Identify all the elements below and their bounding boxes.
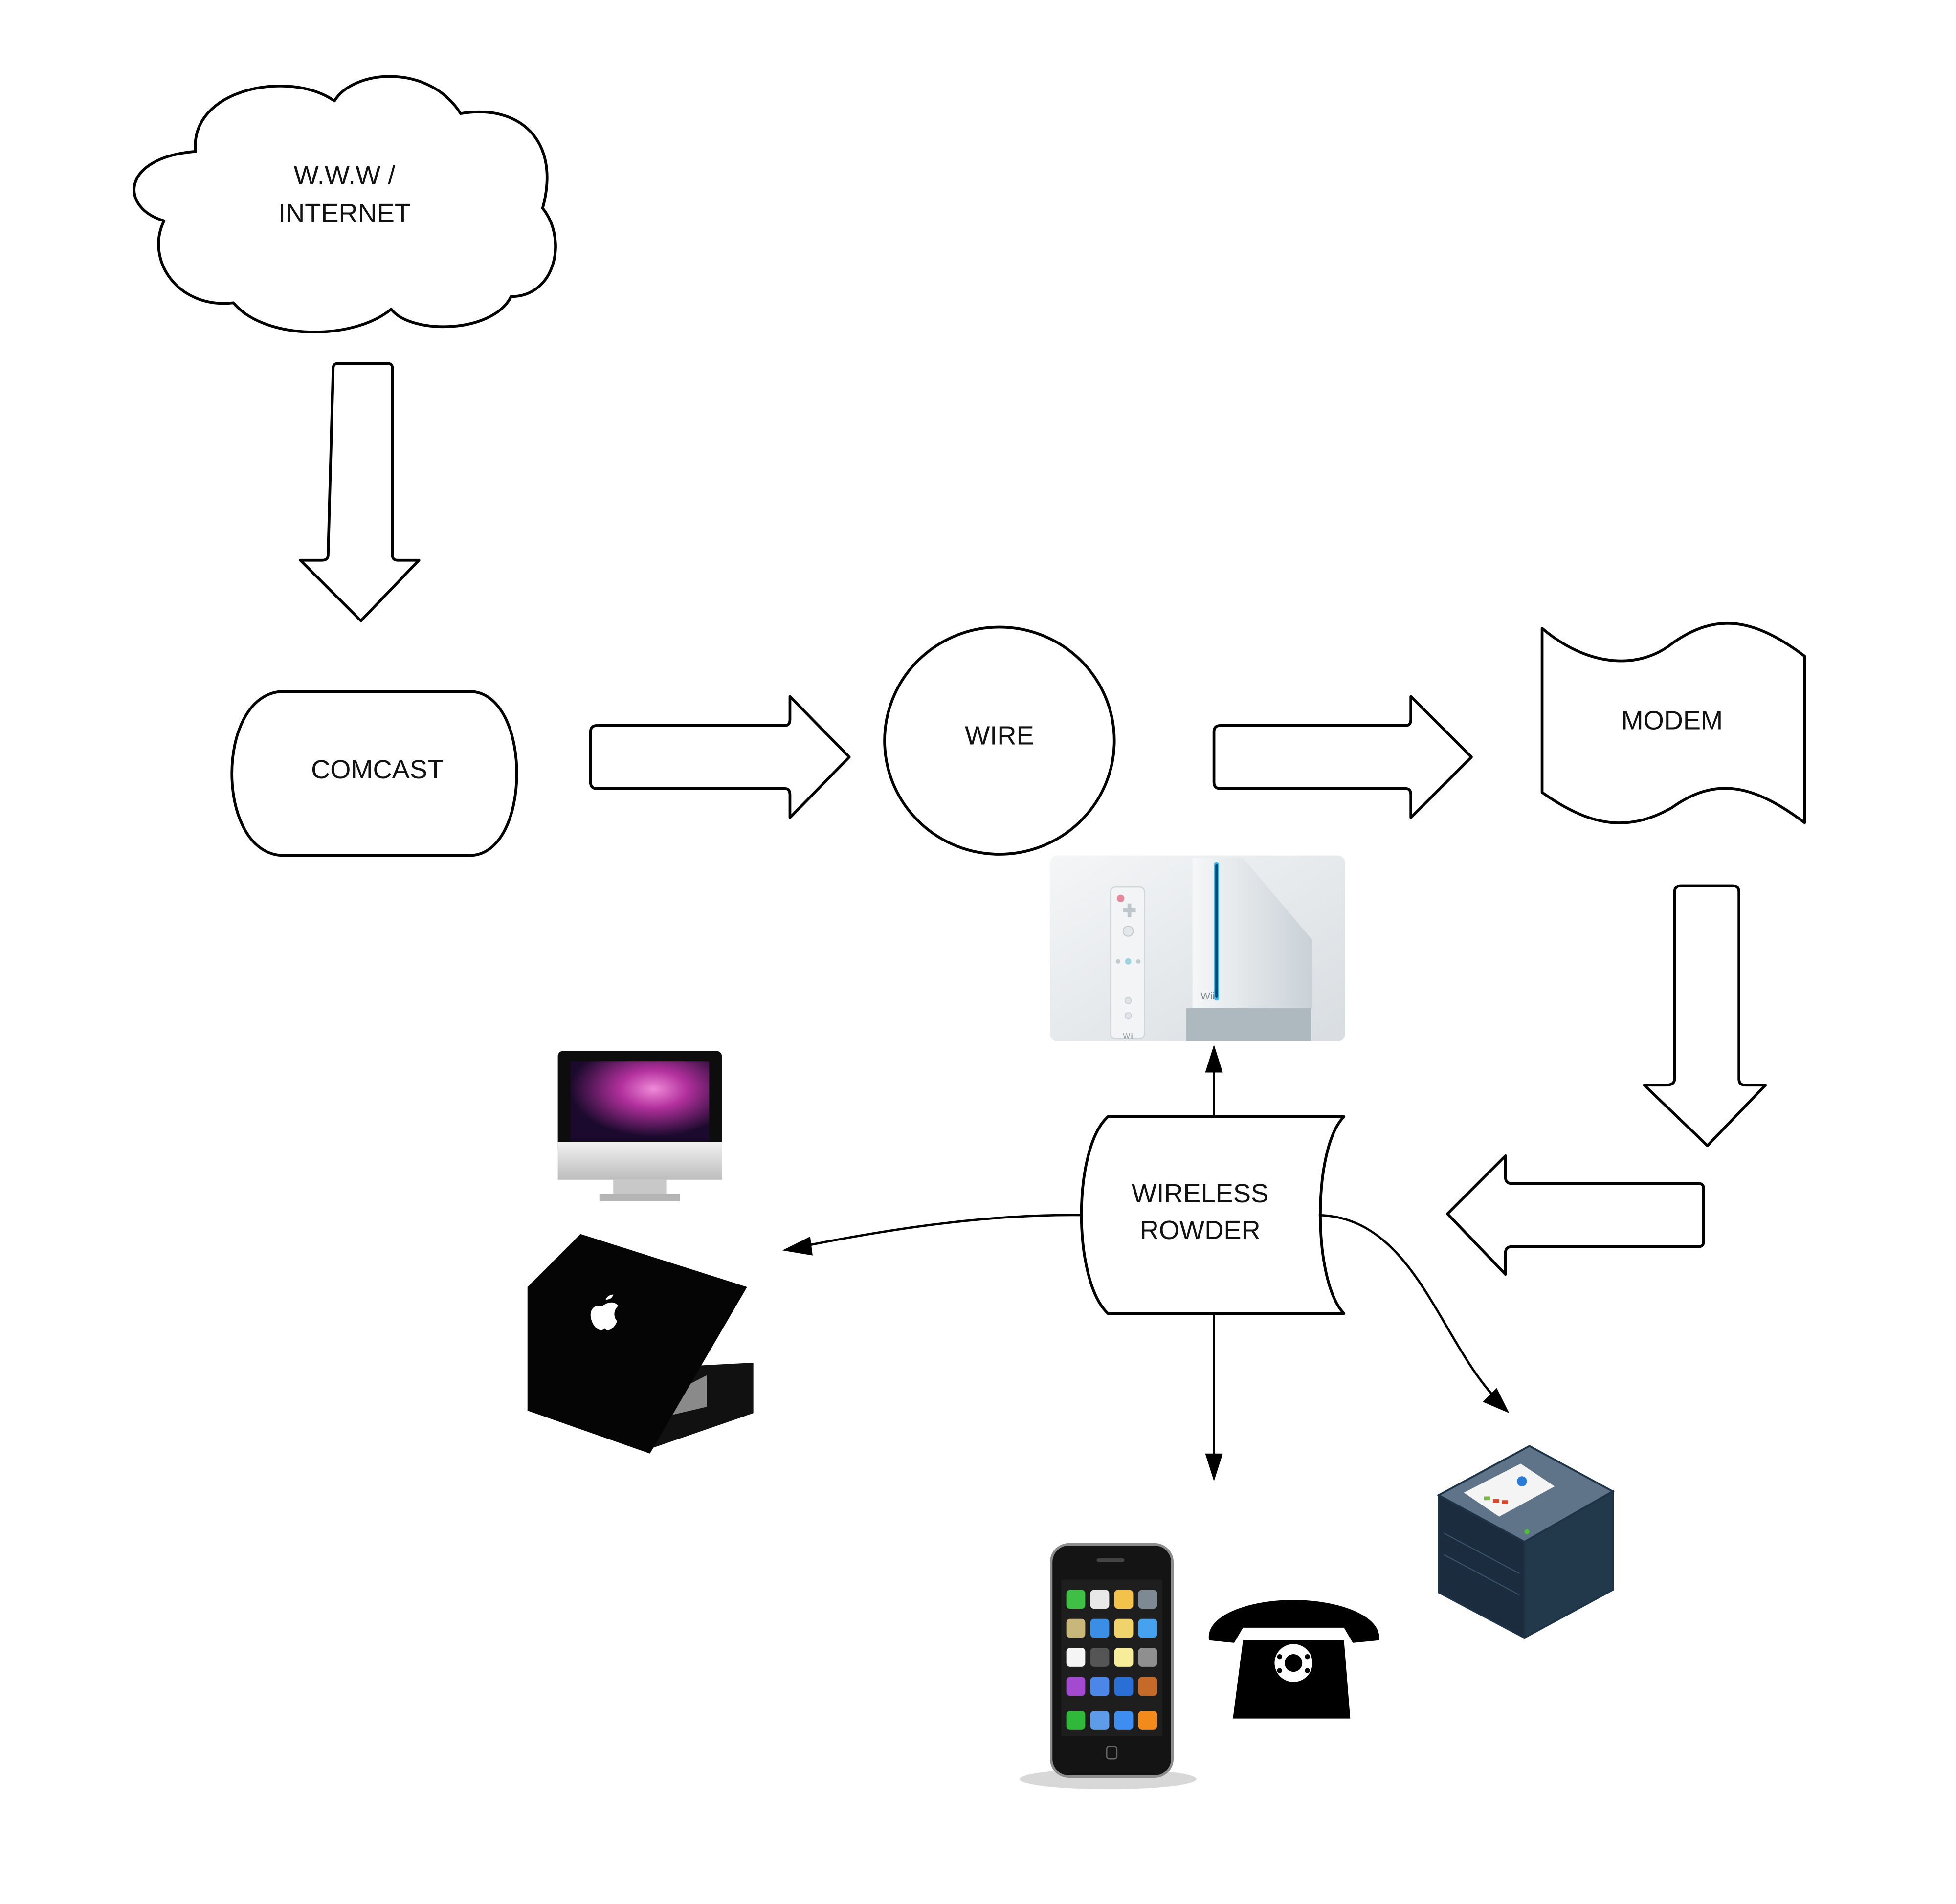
stored-data-shape xyxy=(1080,1115,1346,1315)
connector-router-to-iphone xyxy=(1205,1313,1223,1482)
connector-router-to-wii xyxy=(1205,1044,1223,1117)
telephone-handset xyxy=(1208,1600,1379,1643)
terminator-shape xyxy=(230,690,518,857)
block-arrow-down-2 xyxy=(1643,884,1767,1147)
modem-node[interactable]: MODEM xyxy=(1540,621,1806,824)
imac-device-image[interactable] xyxy=(557,1051,722,1201)
iphone-home-button xyxy=(1106,1746,1118,1760)
apple-logo-icon xyxy=(590,1294,619,1330)
wii-stand xyxy=(1186,1008,1311,1041)
internet-label-line-2: INTERNET xyxy=(278,199,411,228)
wire-node[interactable]: WIRE xyxy=(883,625,1116,856)
arrowhead xyxy=(1483,1388,1510,1414)
internet-label-line-1: W.W.W / xyxy=(294,161,396,190)
block-arrow-left-1 xyxy=(1446,1154,1705,1276)
router-label-line-1: WIRELESS xyxy=(1132,1179,1268,1208)
imac-screen xyxy=(570,1061,710,1141)
modem-label: MODEM xyxy=(1622,706,1723,735)
circle-shape xyxy=(883,625,1116,856)
block-arrow-right-1 xyxy=(589,695,851,819)
printer-right-side xyxy=(1523,1489,1614,1639)
wii-console-logo: Wii xyxy=(1200,991,1215,1002)
wave-banner-shape xyxy=(1540,621,1806,824)
laptop-lid xyxy=(527,1234,747,1454)
printer-device-image[interactable] xyxy=(1436,1445,1615,1639)
iphone-app-grid xyxy=(1066,1590,1157,1730)
arrowhead xyxy=(782,1236,813,1256)
router-label-line-2: ROWDER xyxy=(1140,1216,1261,1245)
cloud-shape xyxy=(133,75,557,333)
comcast-node[interactable]: COMCAST xyxy=(230,690,518,857)
connector-router-to-laptop xyxy=(782,1214,1083,1256)
arrowhead xyxy=(1205,1453,1223,1482)
internet-cloud-node[interactable]: W.W.W / INTERNET xyxy=(133,75,557,333)
wii-console xyxy=(1192,858,1312,1010)
wire-label: WIRE xyxy=(965,721,1034,751)
arrowhead xyxy=(1205,1044,1223,1073)
iphone-device-image[interactable] xyxy=(1020,1543,1197,1790)
connector-router-to-printer xyxy=(1318,1214,1510,1414)
wii-device-image[interactable]: Wii Wii xyxy=(1050,855,1345,1041)
comcast-label: COMCAST xyxy=(311,755,444,784)
wireless-router-node[interactable]: WIRELESS ROWDER xyxy=(1080,1115,1346,1315)
wii-remote-logo: Wii xyxy=(1123,1032,1133,1041)
block-arrow-right-2 xyxy=(1212,695,1473,819)
laptop-device-image[interactable] xyxy=(527,1234,754,1454)
block-arrow-down-1 xyxy=(299,362,421,622)
imac-chin xyxy=(557,1142,722,1180)
printer-paper xyxy=(1464,1463,1555,1517)
telephone-device-image[interactable] xyxy=(1208,1600,1379,1719)
